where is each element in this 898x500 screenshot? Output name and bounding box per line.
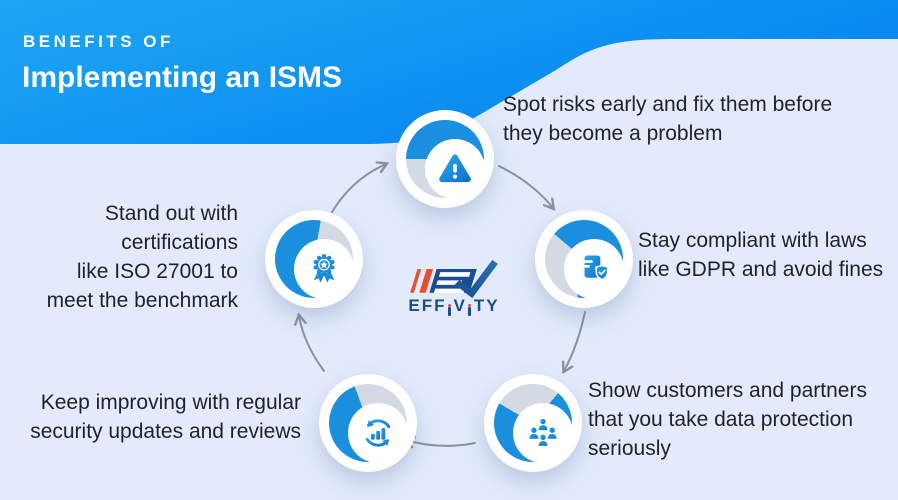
medallion-keep-improving <box>319 374 417 472</box>
medal-icon <box>313 253 335 283</box>
medallion-stay-compliant <box>535 210 633 308</box>
wordmark-part: TY <box>473 296 500 315</box>
arrow-left-to-top <box>331 164 386 213</box>
users-group-icon <box>529 418 557 446</box>
ev-check-logo-icon <box>410 259 498 299</box>
header-eyebrow: BENEFITS OF <box>23 32 174 51</box>
arrow-right-to-bottom-right <box>564 311 586 371</box>
medallion-show-customers <box>484 374 582 472</box>
progress-ring <box>494 384 573 463</box>
benefit-label-keep-improving: Keep improving with regular security upd… <box>30 391 301 443</box>
wordmark-letter-i <box>447 303 452 316</box>
wordmark-letter-i <box>467 303 472 316</box>
improve-cycle-icon <box>365 419 391 447</box>
arrow-bottom-right-to-bottom-left <box>406 440 476 446</box>
progress-ring <box>275 220 354 299</box>
document-shield-icon <box>582 255 609 281</box>
progress-ring <box>406 120 485 199</box>
benefit-label-spot-risks: Spot risks early and fix them before the… <box>503 93 833 145</box>
medallion-stand-out <box>265 210 363 308</box>
benefit-label-stand-out: Stand out with certifications like ISO 2… <box>46 202 238 312</box>
medallion-spot-risks <box>396 110 494 208</box>
arrow-bottom-left-to-left <box>299 316 325 372</box>
header-banner-shape <box>0 0 898 144</box>
warning-icon <box>439 154 471 183</box>
wordmark-part: EFF <box>408 296 447 315</box>
progress-ring <box>545 220 624 299</box>
benefit-label-stay-compliant: Stay compliant with laws like GDPR and a… <box>638 229 884 281</box>
effivity-wordmark: EFF V TY <box>396 296 512 316</box>
page-title: Implementing an ISMS <box>22 61 343 94</box>
progress-ring <box>329 384 408 463</box>
arrow-top-to-right <box>498 165 553 208</box>
wordmark-part: V <box>453 296 467 315</box>
benefit-label-show-customers: Show customers and partners that you tak… <box>588 379 867 460</box>
effivity-logo: EFF V TY <box>396 258 512 316</box>
